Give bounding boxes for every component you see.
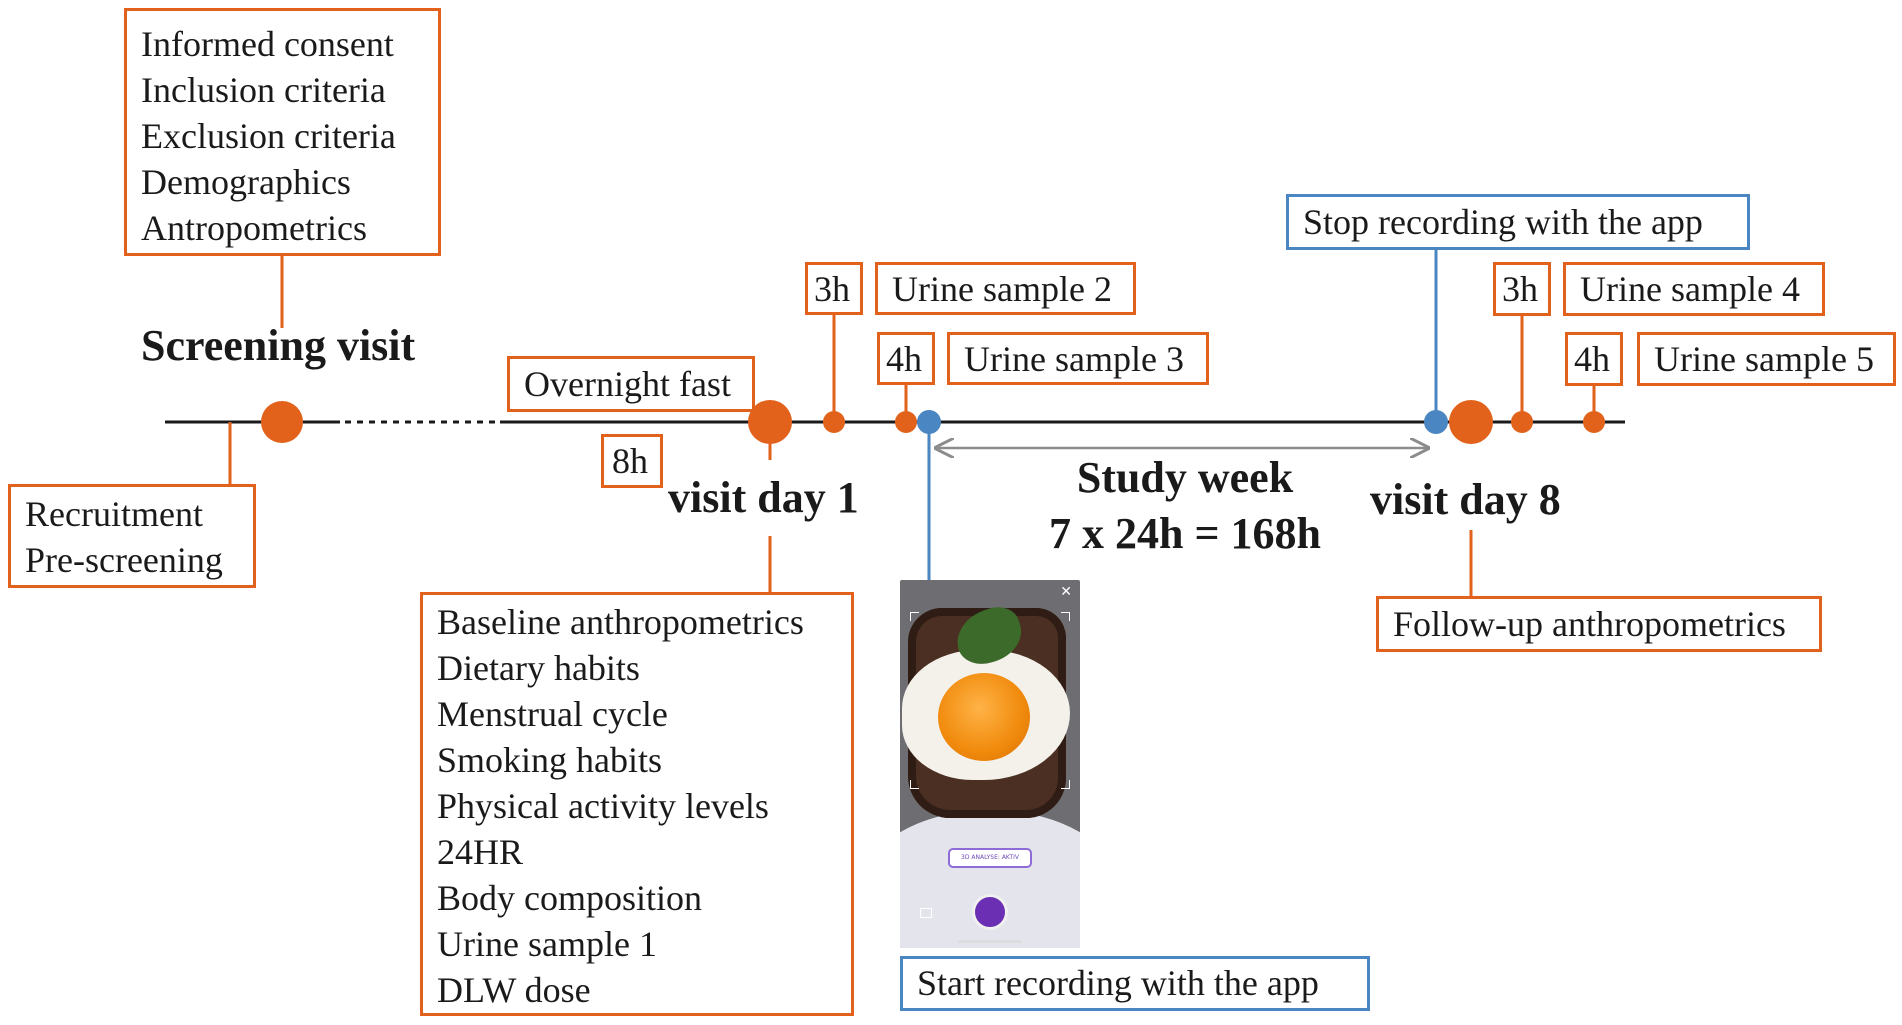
screening-item: Demographics [141,162,351,202]
urine-4-time-box: 3h [1493,262,1551,316]
urine-5-label: Urine sample 5 [1654,339,1874,379]
screening-visit-heading: Screening visit [141,321,416,370]
screening-item: Informed consent [141,24,394,64]
visit-day-8-node [1449,400,1493,444]
app-phone-screenshot: ✕ 3D ANALYSE: AKTIV [900,580,1080,948]
start-recording-node [917,410,941,434]
start-recording-box: Start recording with the app [900,956,1370,1011]
visit-day-1-heading: visit day 1 [668,473,859,522]
urine-5-time-box: 4h [1565,332,1623,386]
screening-item: Exclusion criteria [141,116,396,156]
day1-item: Smoking habits [437,740,663,780]
fast-duration-label: 8h [612,441,648,481]
recruitment-item: Pre-screening [25,540,223,580]
urine-3-node [895,411,917,433]
day1-item: Dietary habits [437,648,640,688]
urine-3-time-box: 4h [877,332,935,385]
day1-item: Body composition [437,878,703,918]
frame-corner-icon [910,612,919,621]
study-week-title: Study week [1076,453,1294,502]
urine-3-label: Urine sample 3 [964,339,1184,379]
day1-item: Urine sample 1 [437,924,657,964]
egg-yolk [938,673,1030,761]
day1-item: 24HR [437,832,524,872]
screening-criteria-box: Informed consent Inclusion criteria Excl… [124,8,441,256]
day1-item: Menstrual cycle [437,694,668,734]
urine-4-label: Urine sample 4 [1580,269,1800,309]
follow-up-box: Follow-up anthropometrics [1376,596,1822,652]
screening-node [261,401,303,443]
overnight-fast-box: Overnight fast [507,356,755,412]
urine-5-node [1583,411,1605,433]
day1-item: Physical activity levels [437,786,769,826]
visit-day-1-node [748,400,792,444]
frame-corner-icon [1061,780,1070,789]
stop-recording-box: Stop recording with the app [1286,194,1750,250]
recruitment-box: Recruitment Pre-screening [8,484,256,588]
fast-duration-box: 8h [601,434,663,488]
visit-day-1-box: Baseline anthropometrics Dietary habits … [420,592,854,1016]
screening-item: Inclusion criteria [141,70,386,110]
analyse-status-pill[interactable]: 3D ANALYSE: AKTIV [948,848,1032,868]
study-week-formula: 7 x 24h = 168h [1048,509,1321,558]
gallery-icon[interactable] [920,908,932,918]
stop-recording-node [1424,410,1448,434]
shutter-button[interactable] [972,894,1008,930]
urine-4-node [1511,411,1533,433]
overnight-fast-label: Overnight fast [524,364,731,404]
urine-3-time: 4h [886,339,922,379]
screening-item: Antropometrics [141,208,367,248]
day1-item: Baseline anthropometrics [437,602,804,642]
day1-item: DLW dose [437,970,591,1010]
close-icon[interactable]: ✕ [1060,584,1072,600]
recruitment-item: Recruitment [25,494,203,534]
urine-2-label: Urine sample 2 [892,269,1112,309]
urine-5-box: Urine sample 5 [1637,332,1896,386]
frame-corner-icon [1061,612,1070,621]
start-recording-label: Start recording with the app [917,963,1319,1003]
stop-recording-label: Stop recording with the app [1303,202,1703,242]
urine-2-box: Urine sample 2 [875,262,1136,315]
urine-4-time: 3h [1502,269,1538,309]
visit-day-8-heading: visit day 8 [1370,475,1561,524]
frame-corner-icon [910,780,919,789]
home-indicator [958,940,1022,943]
urine-3-box: Urine sample 3 [947,332,1209,385]
urine-4-box: Urine sample 4 [1563,262,1825,316]
urine-2-time: 3h [814,269,850,309]
urine-2-time-box: 3h [805,262,863,315]
urine-2-node [823,411,845,433]
urine-5-time: 4h [1574,339,1610,379]
follow-up-label: Follow-up anthropometrics [1393,604,1786,644]
